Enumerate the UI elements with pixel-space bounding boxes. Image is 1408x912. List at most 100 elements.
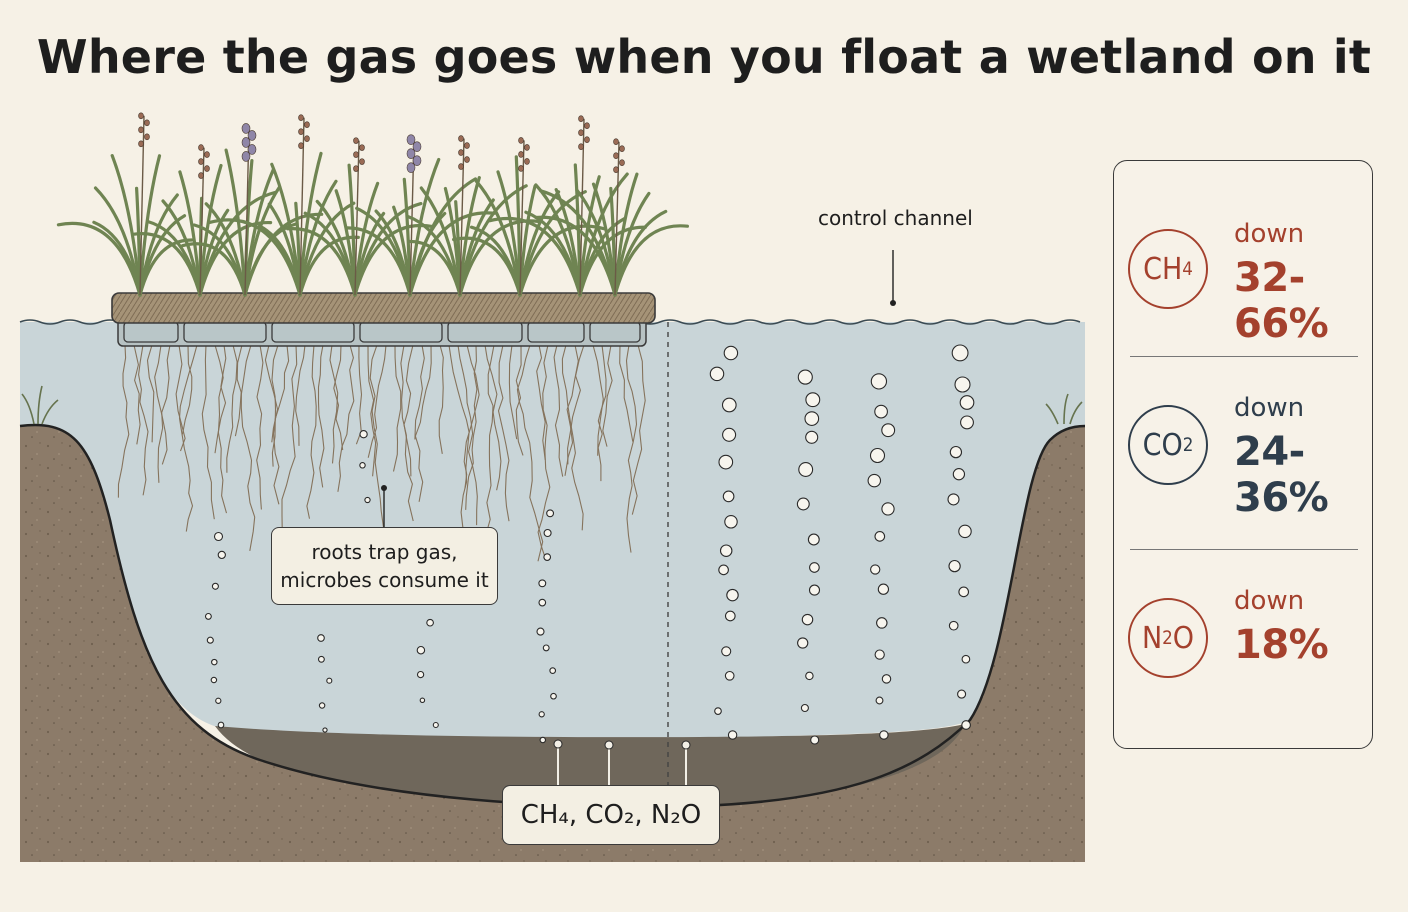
root-strand (175, 344, 186, 452)
bubble (213, 531, 224, 542)
bubble (538, 711, 545, 718)
bubble (204, 612, 212, 620)
root-strand (154, 344, 168, 465)
roots-callout-line2: microbes consume it (280, 568, 489, 592)
ch4-direction: down (1234, 219, 1305, 249)
root-strand (515, 344, 524, 456)
bubble (722, 490, 735, 503)
root-strand (536, 344, 546, 460)
root-strand (271, 344, 279, 467)
root-strand (438, 344, 444, 454)
bubble (958, 586, 970, 598)
bubble (801, 613, 814, 626)
bubble (797, 637, 809, 649)
bubble (960, 415, 974, 430)
stat-divider (1130, 549, 1358, 550)
root-strand (414, 344, 425, 440)
bubble (800, 703, 809, 713)
root-strand (295, 344, 306, 446)
bubble (948, 620, 959, 631)
gases-callout: CH₄, CO₂, N₂O (502, 785, 720, 845)
bubble (322, 727, 328, 733)
plant (208, 114, 360, 297)
roots-callout-line1: roots trap gas, (311, 540, 458, 564)
bubble (797, 369, 813, 385)
gas-bubbles (204, 344, 975, 745)
root-strand (146, 344, 155, 443)
plant (345, 134, 496, 297)
bubble (542, 644, 550, 652)
bubble (874, 404, 888, 419)
root-strand (561, 344, 584, 531)
bubble (359, 430, 368, 439)
bubble (326, 677, 333, 684)
bubble (724, 515, 738, 529)
root-strand (403, 344, 414, 477)
bubble (948, 559, 961, 573)
bubble (714, 707, 722, 715)
bubble (211, 658, 218, 666)
bubble (215, 697, 222, 704)
root-strand (226, 344, 238, 473)
bubble (538, 598, 547, 607)
root-strand (367, 344, 387, 458)
root-strand (619, 344, 634, 442)
bubble (874, 649, 885, 660)
bubble (721, 646, 732, 657)
bubble (961, 720, 971, 730)
bubble (426, 618, 434, 627)
root-strand (567, 344, 585, 465)
bubble (318, 702, 326, 709)
bubble (959, 395, 975, 410)
bubble (874, 531, 886, 542)
root-strand (306, 344, 317, 519)
page-title: Where the gas goes when you float a wetl… (36, 30, 1372, 84)
bubble (722, 427, 737, 442)
n2o-value: 18% (1234, 622, 1329, 668)
bubble (961, 654, 971, 664)
bubble (539, 736, 547, 744)
bubble (364, 496, 371, 504)
root-strand (367, 344, 377, 477)
root-strand (481, 344, 495, 551)
bubble (870, 373, 888, 390)
control-channel-label: control channel (818, 206, 973, 230)
root-strand (553, 344, 564, 477)
bubble (947, 493, 960, 506)
plant (286, 137, 435, 297)
root-strand (597, 344, 607, 482)
root-strand (333, 344, 344, 451)
soil-bank (20, 425, 1085, 862)
root-strand (631, 344, 646, 515)
plant (56, 112, 194, 297)
bubble (881, 674, 892, 684)
bubble (796, 497, 810, 511)
bubble (546, 509, 555, 518)
root-strand (497, 344, 510, 522)
bubble (952, 468, 966, 481)
bubble (549, 667, 557, 674)
bubble (804, 411, 820, 426)
bubble (805, 430, 819, 444)
bubble (709, 366, 725, 382)
root-strand (516, 344, 544, 562)
ch4-value: 32-66% (1234, 255, 1329, 347)
root-strand (392, 344, 402, 472)
root-strand (457, 344, 478, 526)
root-strand (133, 344, 141, 445)
root-strand (414, 344, 432, 502)
root-strand (214, 344, 227, 454)
root-strand (240, 344, 256, 551)
bubble (724, 610, 736, 622)
bubble (805, 392, 821, 408)
bubble (805, 671, 814, 681)
bubble (807, 533, 820, 546)
bubble (727, 730, 738, 740)
bubble (719, 544, 733, 557)
root-strand (117, 344, 130, 498)
bubble (419, 697, 426, 704)
